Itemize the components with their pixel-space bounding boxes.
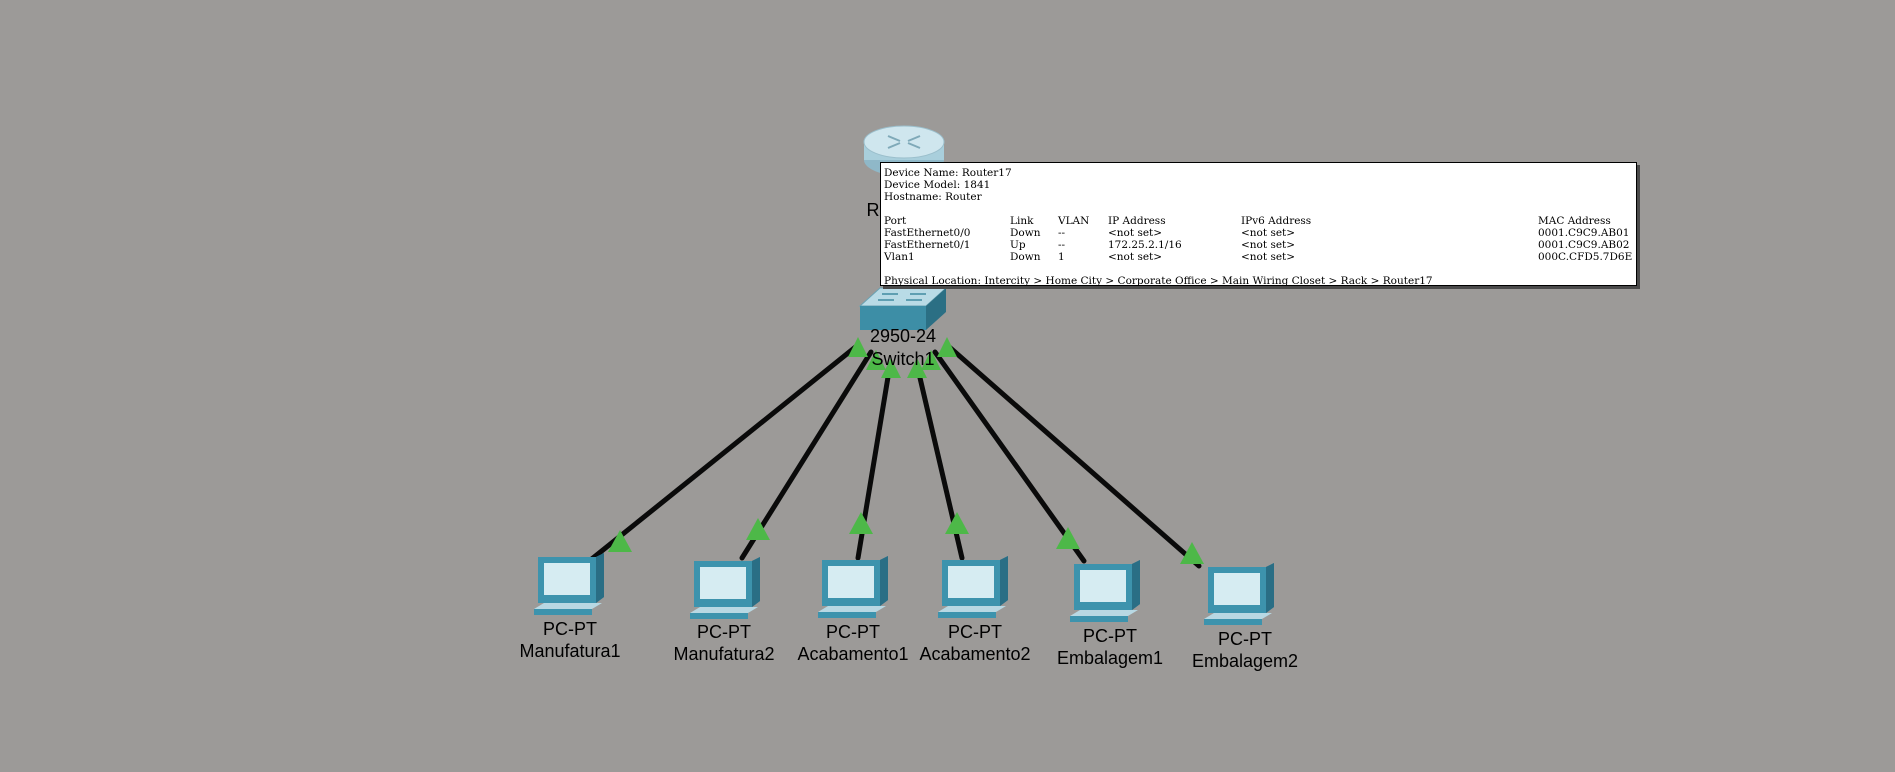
link-up-indicator [849,512,873,534]
header-ip: IP Address [1108,215,1166,227]
port-row: FastEthernet0/0 Down -- <not set> <not s… [884,227,1633,239]
port-name: FastEthernet0/0 [884,227,971,239]
port-mac: 0001.C9C9.AB02 [1538,239,1630,251]
pc-icon[interactable] [690,557,764,623]
link-up-indicator [1056,527,1080,549]
port-name: Vlan1 [884,251,915,263]
pc-model-label: PC-PT [543,619,597,639]
pc-model-label: PC-PT [1083,626,1137,646]
switch-model-label: 2950-24 [869,326,937,346]
link-up-indicator [881,358,901,378]
pc-name-label: Manufatura2 [673,644,775,664]
pc-icon[interactable] [534,553,608,619]
tooltip-device-model: Device Model: 1841 [884,179,991,191]
port-link: Down [1010,251,1041,263]
link-up-indicator [945,512,969,534]
link-up-indicator [848,337,868,357]
link-up-indicator [921,350,941,370]
switch-icon[interactable] [858,287,948,330]
pc-model-label: PC-PT [948,622,1002,642]
port-ipv6: <not set> [1241,227,1296,239]
header-vlan: VLAN [1058,215,1090,227]
port-vlan: 1 [1058,251,1065,263]
switch-name-label: Switch1 [871,349,935,369]
port-table: Port Link VLAN IP Address IPv6 Address M… [884,215,1633,263]
pc-name-label: Manufatura1 [519,641,621,661]
header-link: Link [1010,215,1034,227]
port-ip: 172.25.2.1/16 [1108,239,1182,251]
pc-name-label: Acabamento1 [797,644,909,664]
device-info-tooltip: Device Name: Router17 Device Model: 1841… [880,162,1637,287]
link-up-indicator [907,358,927,378]
port-ip: <not set> [1108,227,1163,239]
link-up-indicator [1180,542,1204,564]
port-vlan: -- [1058,239,1066,251]
cable-manufatura2[interactable] [739,349,874,561]
header-mac: MAC Address [1538,215,1611,227]
port-ipv6: <not set> [1241,239,1296,251]
link-up-indicator [608,530,632,552]
pc-name-label: Embalagem2 [1191,651,1299,671]
link-up-indicator [866,350,886,370]
cable-embalagem2[interactable] [944,342,1202,569]
port-ipv6: <not set> [1241,251,1296,263]
pc-model-label: PC-PT [826,622,880,642]
port-row: Vlan1 Down 1 <not set> <not set> 000C.CF… [884,251,1633,263]
port-link: Down [1010,227,1041,239]
port-ip: <not set> [1108,251,1163,263]
tooltip-physical-location: Physical Location: Intercity > Home City… [884,275,1433,287]
pc-icon[interactable] [1070,560,1144,626]
link-up-indicator [746,518,770,540]
pc-name-label: Embalagem1 [1056,648,1164,668]
link-up-indicator [937,337,957,357]
cable-manufatura1[interactable] [585,342,861,565]
header-ipv6: IPv6 Address [1241,215,1312,227]
tooltip-device-name: Device Name: Router17 [884,167,1012,179]
tooltip-hostname: Hostname: Router [884,191,982,203]
port-link: Up [1010,239,1026,251]
pc-name-label: Acabamento2 [919,644,1031,664]
port-name: FastEthernet0/1 [884,239,971,251]
pc-icon[interactable] [1204,563,1278,629]
port-row: FastEthernet0/1 Up -- 172.25.2.1/16 <not… [884,239,1633,251]
port-mac: 0001.C9C9.AB01 [1538,227,1630,239]
pc-model-label: PC-PT [1218,629,1272,649]
port-table-header: Port Link VLAN IP Address IPv6 Address M… [884,215,1633,227]
port-vlan: -- [1058,227,1066,239]
pc-icon[interactable] [818,556,892,622]
port-mac: 000C.CFD5.7D6E [1538,251,1633,263]
pc-model-label: PC-PT [697,622,751,642]
cable-embalagem1[interactable] [932,349,1087,564]
header-port: Port [884,215,907,227]
pc-icon[interactable] [938,556,1012,622]
